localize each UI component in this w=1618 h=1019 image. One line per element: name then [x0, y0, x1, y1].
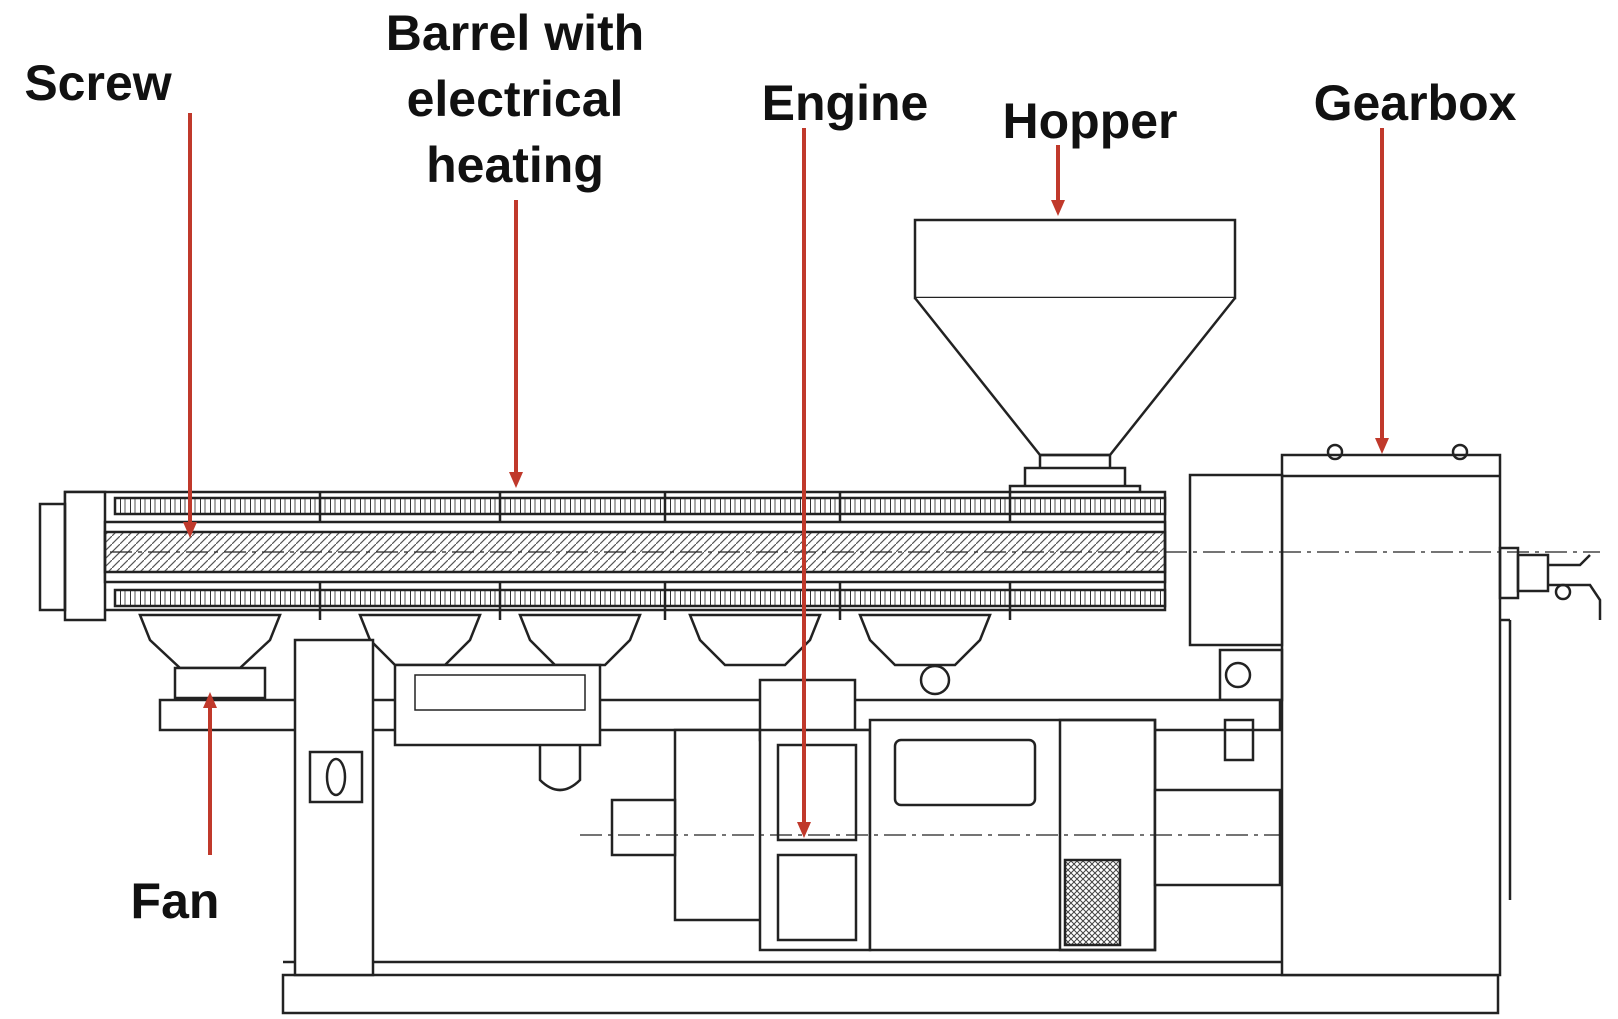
engine-label: Engine — [761, 75, 929, 131]
barrel-label-line2: electrical — [406, 71, 624, 127]
gearbox-housing — [1280, 453, 1502, 977]
gearbox-label: Gearbox — [1313, 75, 1517, 131]
barrel-label-line3: heating — [426, 137, 604, 193]
hopper-label: Hopper — [1002, 93, 1178, 149]
engine-body — [580, 678, 1282, 952]
screw-label: Screw — [24, 55, 172, 111]
barrel-label: Barrel with electrical heating — [360, 0, 670, 198]
hopper-funnel — [914, 297, 1236, 457]
barrel-label-line1: Barrel with — [385, 5, 645, 61]
hopper-top — [913, 218, 1237, 300]
fan-label: Fan — [130, 873, 220, 929]
base-plate — [281, 973, 1500, 1015]
